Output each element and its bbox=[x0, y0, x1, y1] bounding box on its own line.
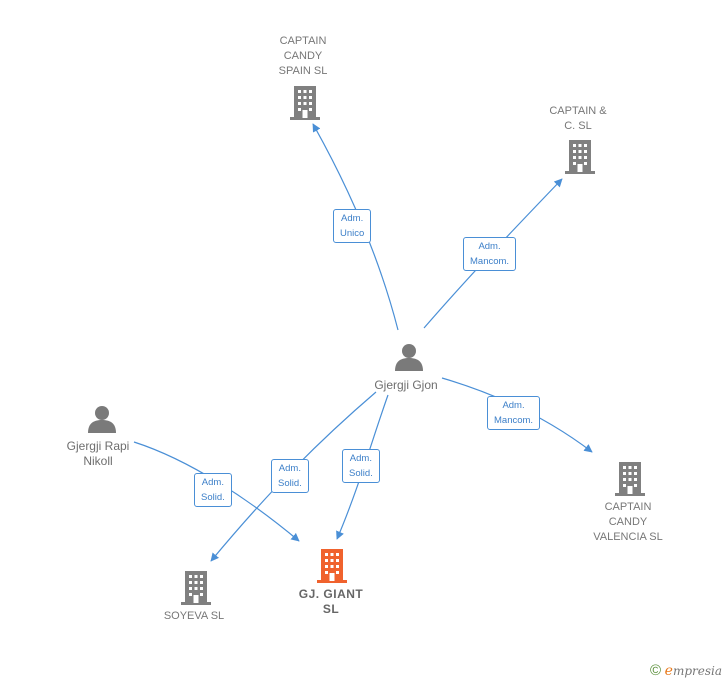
edge-label-adm-mancom: Adm. Mancom. bbox=[463, 237, 517, 271]
person-icon bbox=[88, 406, 116, 433]
node-captain-candy-valencia[interactable]: CAPTAIN CANDY VALENCIA SL bbox=[593, 501, 663, 543]
building-icon bbox=[317, 549, 347, 583]
building-icon bbox=[290, 86, 320, 120]
copyright-icon: © bbox=[649, 662, 662, 679]
node-captain-c[interactable]: CAPTAIN & C. SL bbox=[549, 105, 607, 132]
building-icon bbox=[615, 462, 645, 496]
building-icon bbox=[181, 571, 211, 605]
brand-logo-text: mpresia bbox=[672, 664, 722, 678]
node-gjergji-rapi-nikoll[interactable]: Gjergji Rapi Nikoll bbox=[66, 439, 130, 468]
node-captain-candy-spain[interactable]: CAPTAIN CANDY SPAIN SL bbox=[278, 35, 328, 77]
edge-label-adm-solid: Adm. Solid. bbox=[342, 449, 380, 483]
node-gj-giant[interactable]: GJ. GIANT SL bbox=[298, 587, 364, 616]
copyright: © empresia bbox=[650, 662, 722, 679]
node-gjergji-gjon[interactable]: Gjergji Gjon bbox=[374, 378, 438, 392]
brand-logo-initial: e bbox=[664, 663, 673, 679]
edge-label-adm-solid: Adm. Solid. bbox=[271, 459, 309, 493]
edge-label-adm-mancom: Adm. Mancom. bbox=[487, 396, 541, 430]
node-soyeva[interactable]: SOYEVA SL bbox=[163, 610, 225, 622]
building-icon bbox=[565, 140, 595, 174]
person-icon bbox=[395, 344, 423, 371]
edge-label-adm-solid: Adm. Solid. bbox=[194, 473, 232, 507]
edge-label-adm-unico: Adm. Unico bbox=[333, 209, 372, 243]
